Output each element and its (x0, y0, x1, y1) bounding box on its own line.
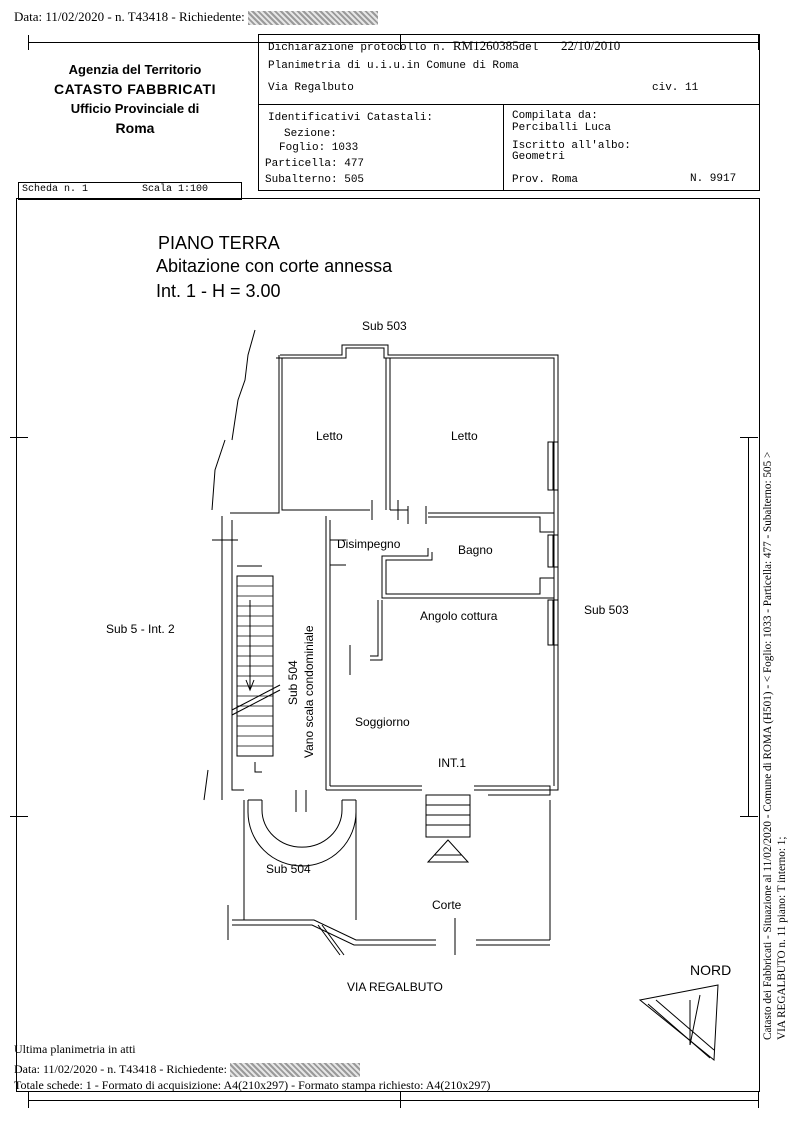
side-address-text: VIA REGALBUTO n. 11 piano: T interno: 1; (776, 836, 788, 1040)
foglio-value: Foglio: 1033 (279, 142, 359, 154)
top-date-line: Data: 11/02/2020 - n. T43418 - Richieden… (14, 9, 378, 26)
ufficio-label: Ufficio Provinciale di (70, 101, 200, 116)
provincia-value: Prov. Roma (512, 174, 579, 186)
civic-number: civ. 11 (652, 82, 699, 94)
redacted-requester (247, 11, 378, 26)
tick-mark (400, 1092, 401, 1108)
del-label: del (518, 42, 539, 54)
label-nord: NORD (690, 962, 732, 978)
footer-date-line: Data: 11/02/2020 - n. T43418 - Richieden… (14, 1062, 360, 1078)
label-vano-scala: Vano scala condominiale (302, 625, 316, 758)
tick-mark (758, 35, 759, 50)
right-guide-line (748, 437, 749, 817)
room-letto-2: Letto (451, 429, 478, 443)
room-disimpegno: Disimpegno (337, 537, 401, 551)
bottom-guide-line (28, 1100, 758, 1101)
room-angolo-cottura: Angolo cottura (420, 609, 498, 623)
label-int1: INT.1 (438, 756, 467, 770)
outdoor-steps (425, 794, 471, 838)
compilata-name: Perciballi Luca (512, 122, 612, 134)
declaration-box (258, 34, 760, 191)
footer-date-text: Data: 11/02/2020 - n. T43418 - Richieden… (14, 1062, 227, 1076)
letto1-wall-outer (230, 355, 280, 514)
unit-height: Int. 1 - H = 3.00 (156, 281, 281, 301)
protocol-line: Dichiarazione protocollo n. RM1260385del… (268, 38, 620, 54)
protocol-number: RM1260385 (452, 38, 519, 53)
planimetria-line: Planimetria di u.i.u.in Comune di Roma (268, 60, 519, 72)
sezione-label: Sezione: (284, 128, 337, 140)
albo-value: Geometri (512, 151, 565, 163)
tick-mark (10, 816, 28, 817)
office-block: Agenzia del Territorio CATASTO FABBRICAT… (40, 62, 230, 136)
floor-title: PIANO TERRA (158, 233, 280, 253)
top-date-text: Data: 11/02/2020 - n. T43418 - Richieden… (14, 9, 245, 24)
room-letto-1: Letto (316, 429, 343, 443)
outer-wall-inner-ne (276, 347, 555, 786)
protocol-date: 22/10/2010 (561, 38, 621, 53)
bagno-top-wall (428, 516, 554, 533)
agency-name: Agenzia del Territorio (68, 62, 202, 77)
room-soggiorno: Soggiorno (355, 715, 410, 729)
tick-mark (758, 1092, 759, 1108)
label-corte: Corte (432, 898, 462, 912)
subalterno-value: Subalterno: 505 (265, 174, 365, 186)
identificativi-title: Identificativi Catastali: (268, 112, 434, 124)
tick-mark (400, 35, 401, 50)
tick-mark (10, 437, 28, 438)
redacted-requester (229, 1063, 360, 1078)
outer-wall-north-east (280, 344, 559, 791)
scheda-scale: Scala 1:100 (142, 184, 209, 195)
tick-mark (740, 437, 758, 438)
top-guide-line (28, 42, 758, 43)
label-sub503-top: Sub 503 (362, 319, 407, 333)
label-sub504-vertical: Sub 504 (286, 660, 300, 705)
tick-mark (28, 35, 29, 50)
stairwell-wall (231, 520, 244, 791)
tick-mark (740, 816, 758, 817)
albo-number: N. 9917 (690, 173, 737, 185)
side-catasto-text: Catasto dei Fabbricati - Situazione al 1… (762, 451, 774, 1040)
letto1-wall (281, 358, 370, 511)
label-sub5: Sub 5 - Int. 2 (106, 622, 175, 636)
north-arrow-icon (638, 984, 719, 1062)
bagno-wall (381, 548, 554, 599)
office-city: Roma (115, 120, 155, 136)
iscritto-label: Iscritto all'albo: (512, 140, 631, 152)
street-line: Via Regalbuto (268, 82, 354, 94)
scheda-number: Scheda n. 1 (22, 184, 89, 195)
label-sub504-bottom: Sub 504 (266, 862, 311, 876)
footer-totale: Totale schede: 1 - Formato di acquisizio… (14, 1078, 491, 1092)
compilata-label: Compilata da: (512, 110, 598, 122)
divider (503, 104, 504, 190)
particella-value: Particella: 477 (265, 158, 365, 170)
room-bagno: Bagno (458, 543, 493, 557)
tick-mark (28, 1092, 29, 1108)
ultima-planimetria: Ultima planimetria in atti (14, 1042, 136, 1056)
drawing-frame (16, 198, 760, 1092)
protocol-label: Dichiarazione protocollo n. (268, 42, 447, 54)
unit-description: Abitazione con corte annessa (156, 256, 393, 276)
entry-arrow (426, 839, 470, 863)
scheda-box (18, 182, 242, 200)
label-sub503-right: Sub 503 (584, 603, 629, 617)
divider (258, 104, 759, 105)
label-via-regalbuto: VIA REGALBUTO (347, 980, 443, 994)
catasto-title: CATASTO FABBRICATI (54, 81, 216, 97)
